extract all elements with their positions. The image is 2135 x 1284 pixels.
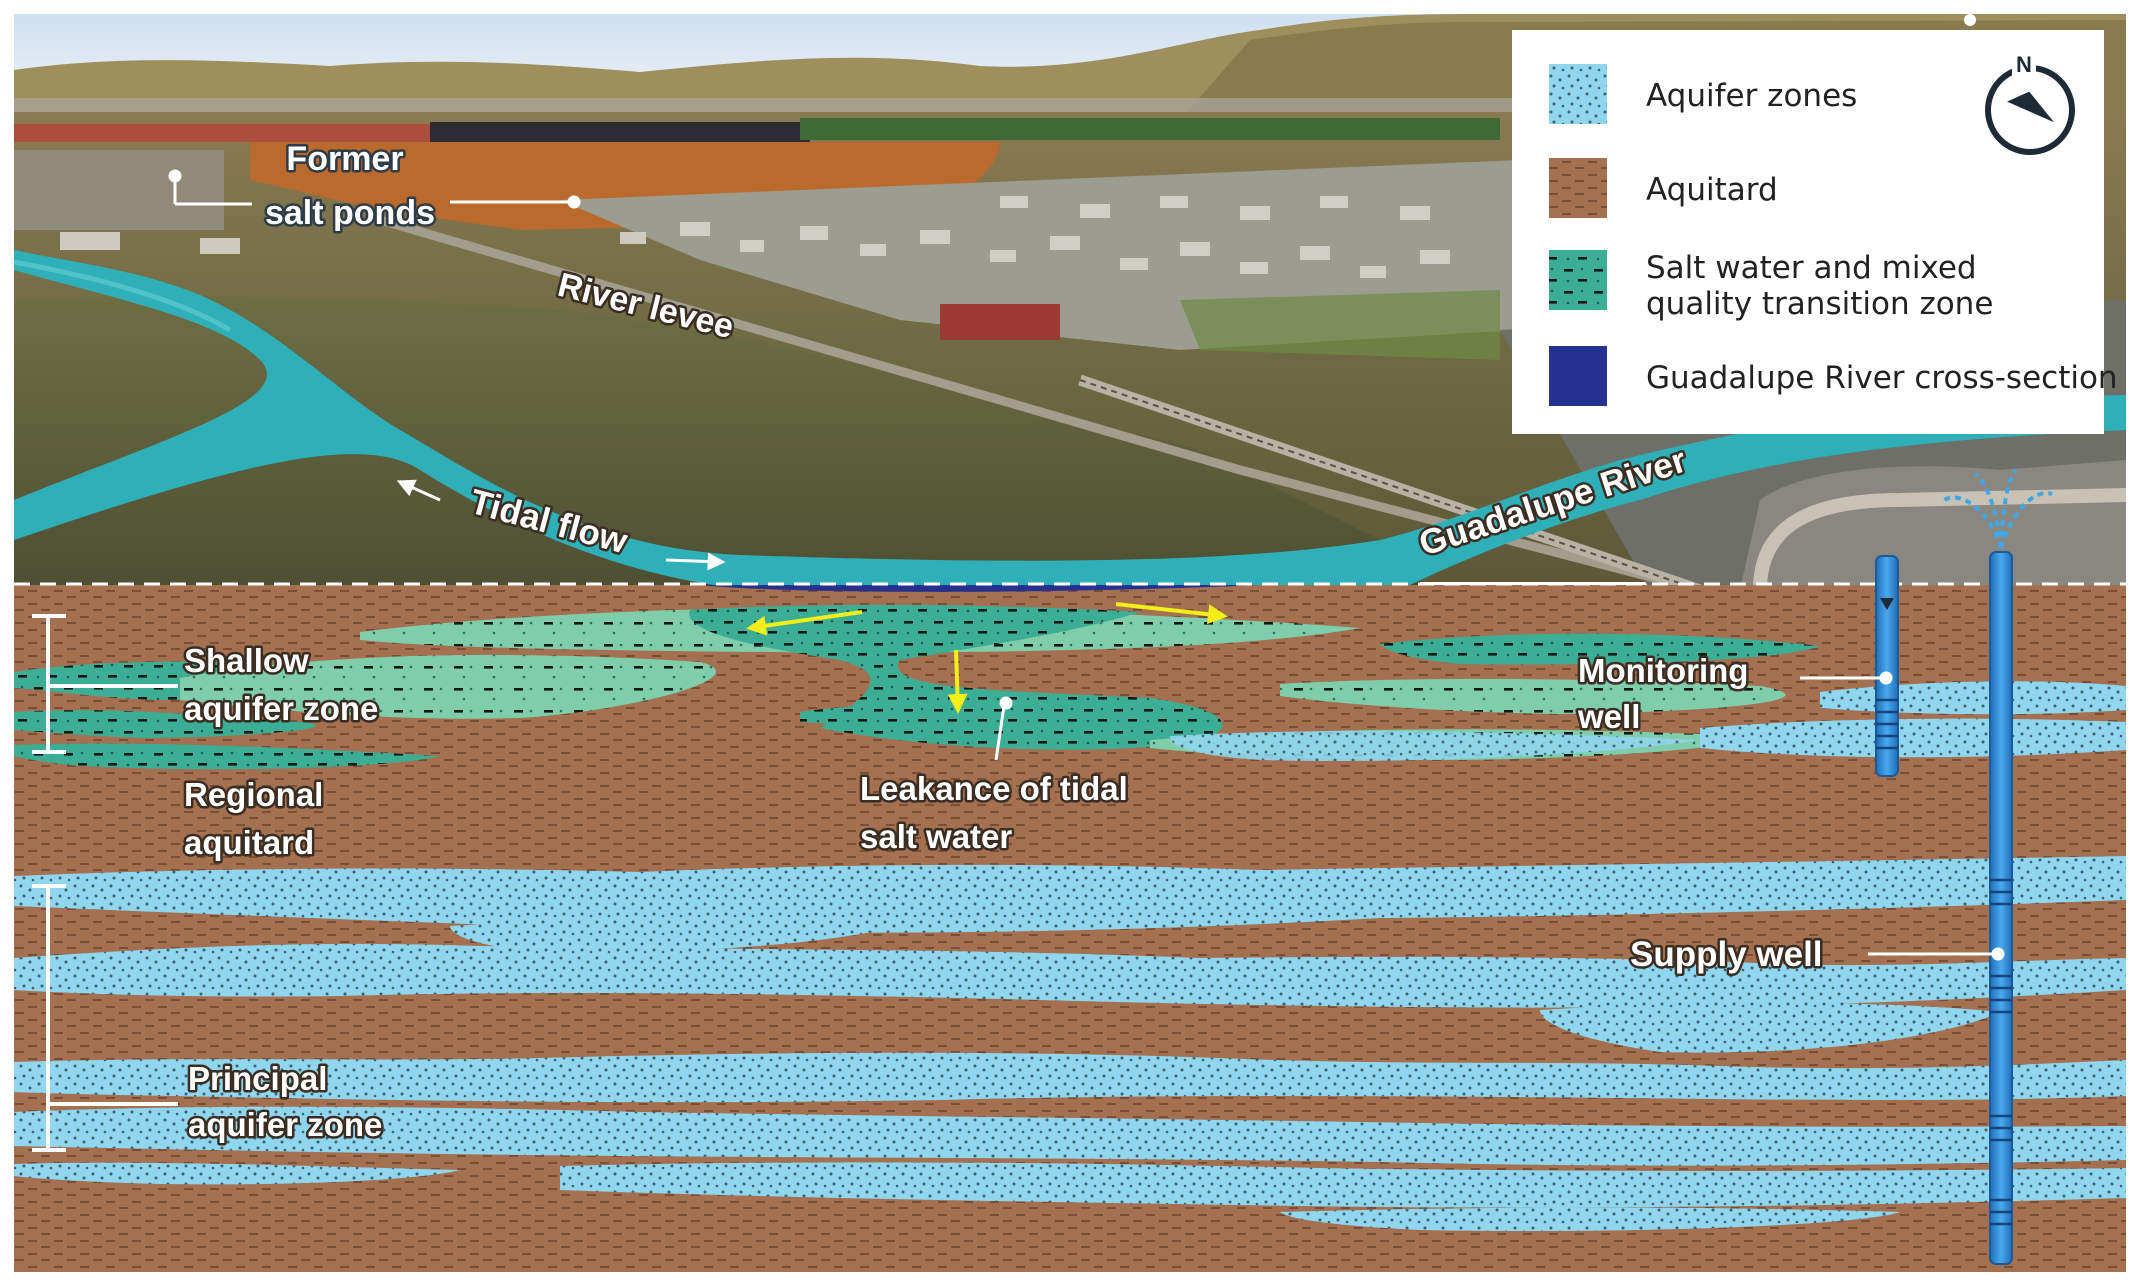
green-patch — [1180, 290, 1500, 360]
monitoring-well — [1876, 556, 1898, 776]
shallow-line1: Shallow — [184, 642, 309, 679]
legend-transition-line2: quality transition zone — [1646, 286, 1993, 322]
leakance-line1: Leakance of tidal — [860, 770, 1128, 807]
principal-line2: aquifer zone — [188, 1106, 382, 1143]
red-barn — [940, 304, 1060, 340]
legend-swatch-river — [1549, 346, 1607, 406]
flow-arrow-down — [956, 650, 958, 710]
legend-label-aquifer: Aquifer zones — [1646, 78, 1857, 114]
legend-swatch-aquitard — [1549, 158, 1607, 218]
legend-transition-line1: Salt water and mixed — [1646, 250, 1977, 286]
legend-label-river: Guadalupe River cross-section — [1646, 360, 2118, 396]
legend-label-aquitard: Aquitard — [1646, 172, 1778, 208]
pond-gray — [14, 150, 224, 230]
supply-well-label: Supply well — [1630, 935, 1823, 974]
aquifer-lens-shallow-right-2 — [1700, 719, 2126, 758]
monitoring-line2: well — [1577, 698, 1640, 735]
former-salt-ponds-line1: Former — [286, 140, 403, 178]
principal-line1: Principal — [188, 1060, 327, 1097]
monitoring-well-casing — [1876, 556, 1898, 776]
legend: Aquifer zones Aquitard Salt water and mi… — [1512, 30, 2118, 434]
leakance-line2: salt water — [860, 818, 1012, 855]
regional-line1: Regional — [184, 776, 323, 813]
supply-well-casing — [1990, 552, 2012, 1264]
monitoring-line1: Monitoring — [1578, 652, 1748, 689]
pin-icon — [1964, 14, 1976, 26]
former-salt-ponds-line2: salt ponds — [265, 194, 435, 232]
compass-letter: N — [2016, 52, 2032, 77]
shallow-line2: aquifer zone — [184, 690, 378, 727]
tidal-arrow-right — [666, 560, 722, 562]
regional-line2: aquitard — [184, 824, 314, 861]
legend-swatch-aquifer — [1549, 64, 1607, 124]
legend-swatch-transition — [1549, 250, 1607, 310]
pond-green — [800, 118, 1500, 140]
